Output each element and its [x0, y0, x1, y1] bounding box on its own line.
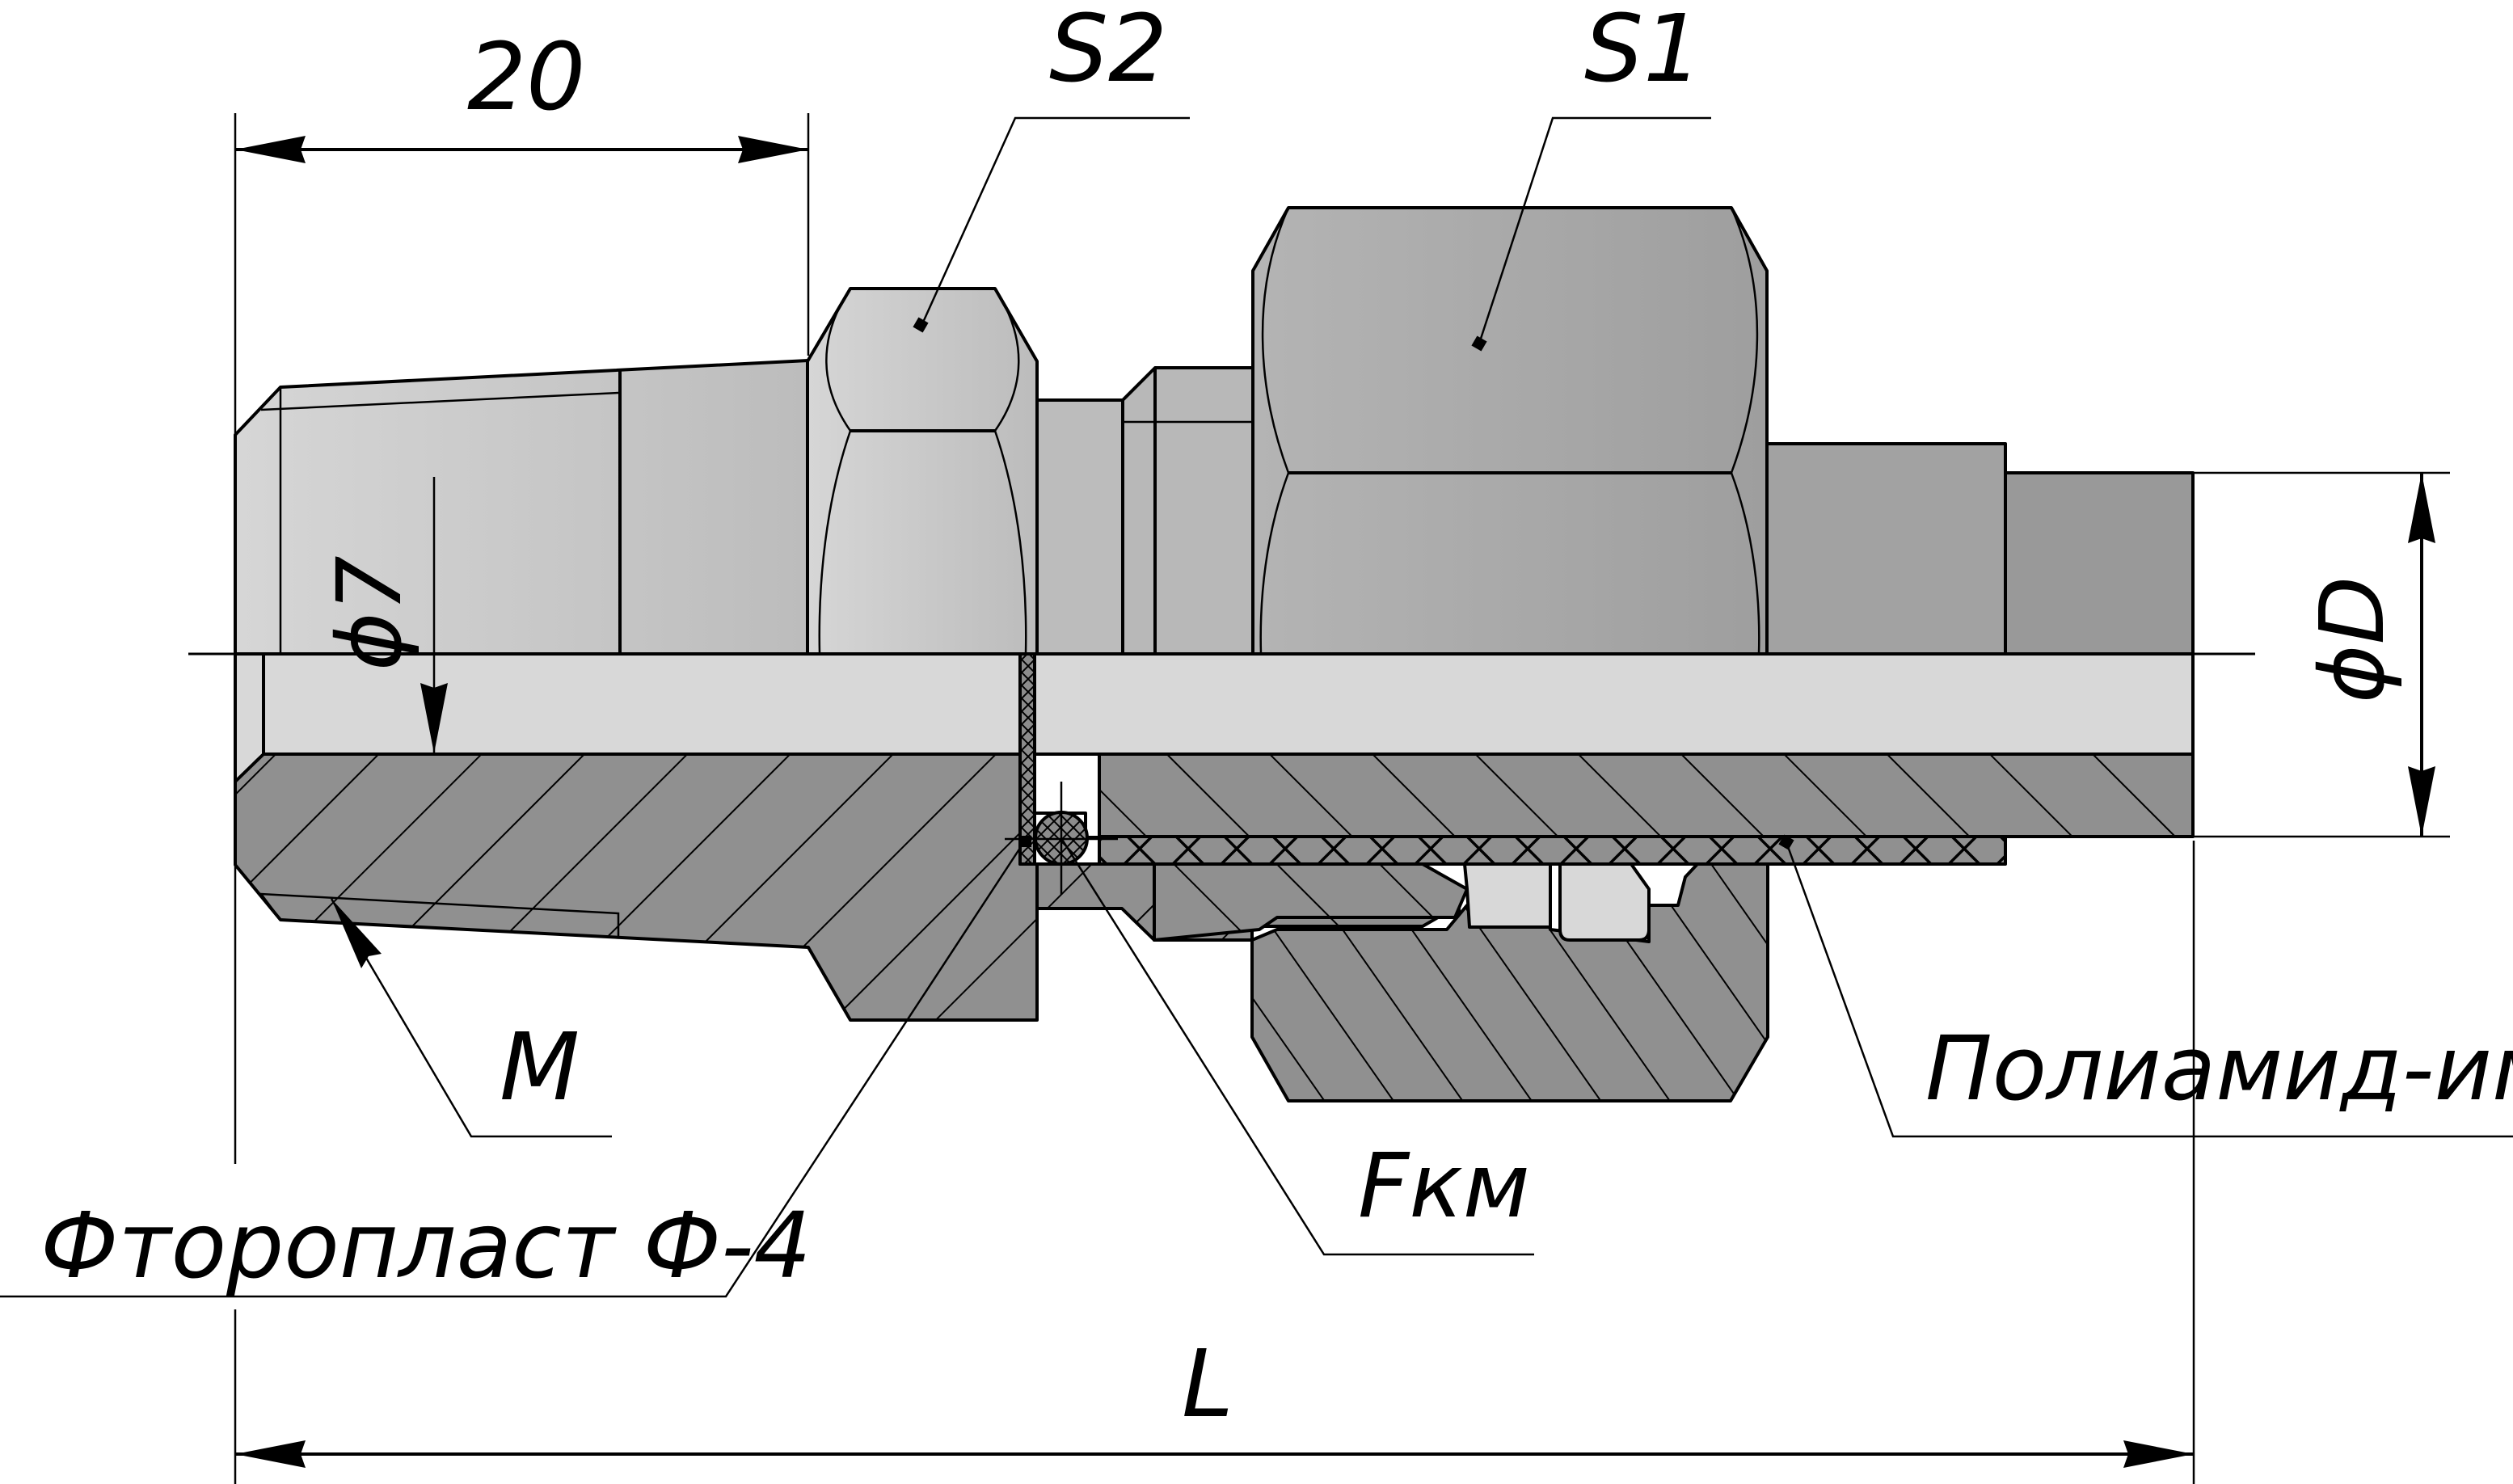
leader-fkm: Fкм: [1060, 837, 1534, 1256]
bore: [262, 652, 2195, 756]
hex-s1: [1251, 206, 1769, 656]
dimension-phi7: ϕ7: [318, 477, 448, 753]
neck: [1035, 398, 1124, 656]
dimension-phiD: ϕD: [2193, 471, 2450, 838]
fitting-section: [234, 652, 2195, 1102]
m-label: M: [500, 1014, 580, 1122]
leader-s1: S1: [1471, 0, 1711, 352]
leader-ptfe: Фторопласт Ф-4: [0, 836, 1031, 1299]
dim-L-text: L: [1182, 1330, 1233, 1439]
fkm-label: Fкм: [1358, 1134, 1530, 1237]
pipe-exterior: [2004, 471, 2195, 656]
dim-20-text: 20: [467, 23, 585, 132]
ring: [1121, 366, 1254, 656]
groove-ring: [1558, 862, 1651, 942]
s2-label: S2: [1049, 0, 1167, 103]
leader-m: M: [330, 898, 612, 1138]
ptfe-label: Фторопласт Ф-4: [40, 1194, 812, 1299]
phiD-text: ϕD: [2300, 576, 2404, 703]
hex-s2: [806, 287, 1039, 656]
leader-s2: S2: [913, 0, 1190, 333]
pipe-section: [1098, 753, 2195, 838]
phi7-text: ϕ7: [318, 555, 421, 671]
groove: [1463, 862, 1552, 929]
polyamide-sleeve: [1098, 835, 2007, 866]
dimension-L: L: [234, 841, 2195, 1484]
ptfe-seal: [1018, 652, 1036, 866]
ferrule-body: [1153, 862, 1469, 942]
polyamide-label: Полиамид-имид: [1925, 1017, 2513, 1120]
nut-section: [1250, 862, 1769, 1102]
fitting-exterior: [234, 206, 2195, 656]
sleeve-ring: [1765, 442, 2007, 656]
leader-polyamide: Полиамид-имид: [1778, 834, 2513, 1138]
dimension-20: 20: [234, 23, 810, 1164]
s1-label: S1: [1584, 0, 1702, 103]
